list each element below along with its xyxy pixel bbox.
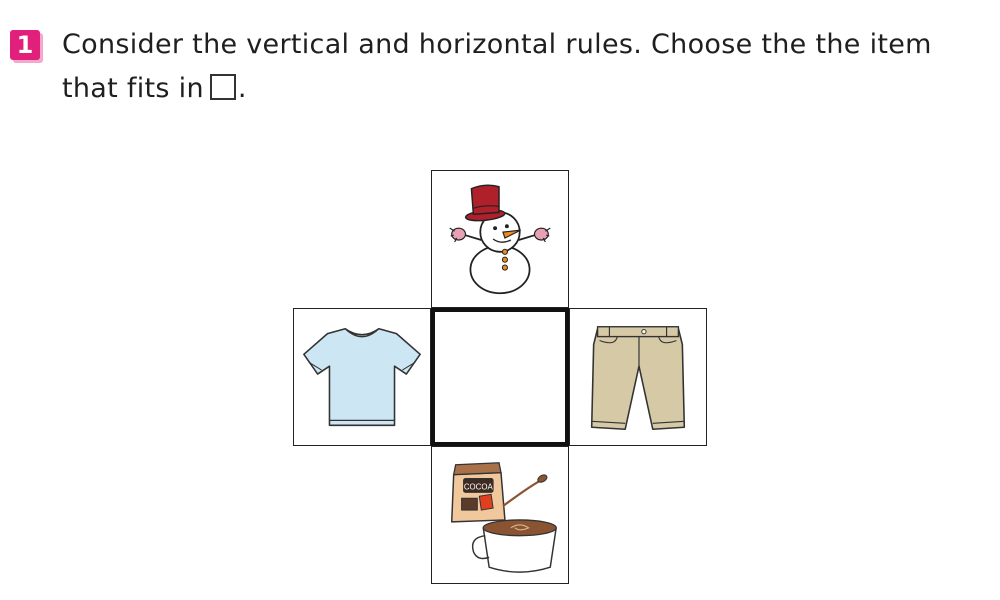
grid-cell-right[interactable] (569, 308, 707, 446)
tshirt-icon (303, 327, 421, 427)
blank-answer-box[interactable] (431, 308, 569, 446)
question-text-end: . (237, 73, 247, 104)
question-text: Consider the vertical and horizontal rul… (62, 23, 982, 111)
snowman-icon (449, 184, 551, 295)
grid-cell-left[interactable] (293, 308, 431, 446)
shorts-icon (590, 326, 686, 431)
question-text-main: Consider the vertical and horizontal rul… (62, 29, 932, 104)
cocoa-package-label: COCOA (464, 482, 494, 491)
grid-cell-top[interactable] (431, 170, 569, 308)
inline-blank-box-icon (209, 74, 236, 100)
hot-cocoa-icon: COCOA (450, 462, 557, 573)
grid-cell-bottom[interactable]: COCOA (431, 446, 569, 584)
question-number-badge: 1 (10, 30, 40, 60)
